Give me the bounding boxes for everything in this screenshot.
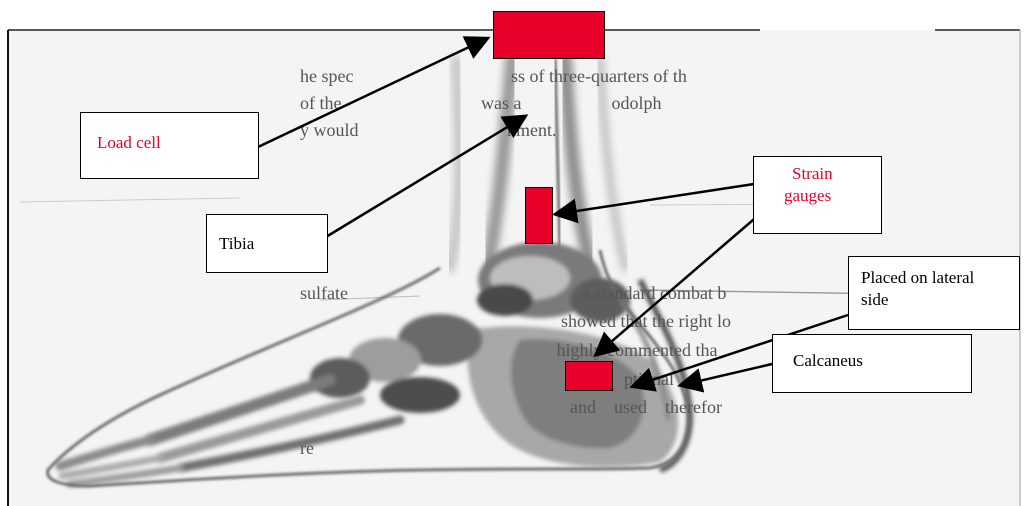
- arrow-tibia: [316, 117, 524, 243]
- lateral-side-label-box: Placed on lateral side: [848, 256, 1020, 330]
- arrow-load-cell: [258, 39, 486, 147]
- calcaneus-label-box: Calcaneus: [772, 334, 972, 393]
- load-cell-label-box: Load cell: [80, 112, 259, 179]
- arrow-calcaneus: [682, 364, 772, 385]
- arrow-strain-gauge-lower: [597, 214, 760, 354]
- arrow-strain-gauge-upper: [557, 184, 754, 214]
- calcaneus-label: Calcaneus: [793, 350, 863, 372]
- lateral-side-label-line-2: side: [861, 289, 888, 311]
- tibia-label: Tibia: [219, 233, 254, 255]
- tibia-label-box: Tibia: [206, 214, 328, 273]
- strain-gauges-label-box: Strain gauges: [753, 156, 882, 234]
- load-cell-label: Load cell: [97, 132, 161, 154]
- strain-gauges-label-line-2: gauges: [784, 185, 831, 207]
- lateral-side-label-line-1: Placed on lateral: [861, 267, 974, 289]
- strain-gauges-label-line-1: Strain: [792, 163, 833, 185]
